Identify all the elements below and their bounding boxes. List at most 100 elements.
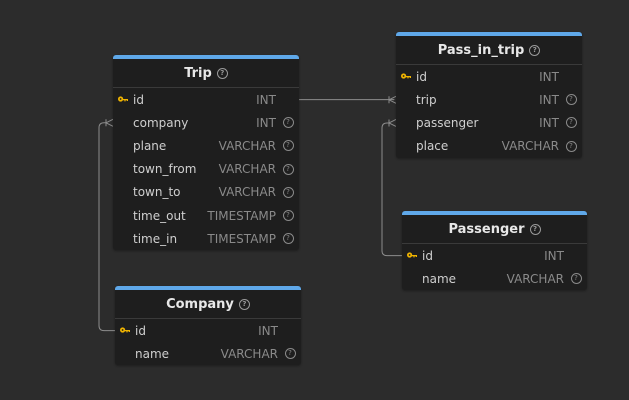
primary-key-icon xyxy=(118,95,128,102)
column-type: VARCHAR xyxy=(218,185,276,200)
column-row-passenger[interactable]: passenger INT? xyxy=(396,111,582,134)
info-slot: ? xyxy=(282,163,294,175)
column-row-place[interactable]: place VARCHAR? xyxy=(396,135,582,158)
table-header[interactable]: Company ? xyxy=(115,290,301,319)
column-name: id xyxy=(135,323,146,338)
info-slot: ? xyxy=(570,273,582,285)
crows-foot-marker xyxy=(388,95,397,104)
info-slot xyxy=(570,250,582,262)
info-slot: ? xyxy=(282,140,294,152)
table-title: Company xyxy=(166,296,234,312)
info-slot xyxy=(282,94,294,106)
info-slot: ? xyxy=(282,117,294,129)
info-icon[interactable]: ? xyxy=(282,210,294,222)
table-title: Passenger xyxy=(448,221,525,237)
info-slot: ? xyxy=(565,94,577,106)
info-slot: ? xyxy=(282,186,294,198)
column-row-time-in[interactable]: time_in TIMESTAMP? xyxy=(113,227,299,250)
key-slot xyxy=(113,94,133,106)
info-icon[interactable]: ? xyxy=(282,186,294,198)
info-icon[interactable]: ? xyxy=(216,67,228,79)
column-type: INT xyxy=(539,69,559,84)
column-row-id[interactable]: id INT xyxy=(396,65,582,88)
column-type: VARCHAR xyxy=(218,138,276,153)
crows-foot-marker xyxy=(388,119,397,127)
info-icon[interactable]: ? xyxy=(282,140,294,152)
table-title: Trip xyxy=(184,65,212,81)
column-type: INT xyxy=(539,115,559,130)
column-type: VARCHAR xyxy=(218,162,276,177)
column-type: INT xyxy=(539,92,559,107)
column-type: VARCHAR xyxy=(220,346,278,361)
column-row-town-from[interactable]: town_from VARCHAR? xyxy=(113,158,299,181)
column-name: town_to xyxy=(133,185,181,200)
info-slot: ? xyxy=(284,348,296,360)
column-name: company xyxy=(133,115,189,130)
column-row-company[interactable]: company INT? xyxy=(113,111,299,134)
column-row-id[interactable]: id INT xyxy=(115,319,301,342)
column-name: town_from xyxy=(133,162,197,177)
primary-key-icon xyxy=(407,251,417,258)
column-list: id INT name VARCHAR? xyxy=(115,319,301,365)
column-type: VARCHAR xyxy=(501,139,559,154)
column-name: place xyxy=(416,139,449,154)
column-name: id xyxy=(422,248,433,263)
key-slot xyxy=(396,71,416,83)
column-name: trip xyxy=(416,92,437,107)
info-icon[interactable]: ? xyxy=(529,223,541,235)
column-type: VARCHAR xyxy=(506,271,564,286)
column-row-trip[interactable]: trip INT? xyxy=(396,88,582,111)
column-name: id xyxy=(416,69,427,84)
info-slot: ? xyxy=(282,233,294,245)
column-type: TIMESTAMP xyxy=(207,208,276,223)
info-icon[interactable]: ? xyxy=(282,117,294,129)
column-row-time-out[interactable]: time_out TIMESTAMP? xyxy=(113,204,299,227)
info-icon[interactable]: ? xyxy=(565,140,577,152)
info-slot xyxy=(565,71,577,83)
info-icon[interactable]: ? xyxy=(238,298,250,310)
info-icon[interactable]: ? xyxy=(529,44,541,56)
info-slot xyxy=(284,325,296,337)
info-icon[interactable]: ? xyxy=(282,233,294,245)
column-type: INT xyxy=(256,92,276,107)
column-name: name xyxy=(135,346,170,361)
column-row-name[interactable]: name VARCHAR? xyxy=(402,267,587,290)
column-name: time_in xyxy=(133,231,178,246)
table-header[interactable]: Pass_in_trip ? xyxy=(396,36,582,65)
column-type: TIMESTAMP xyxy=(207,231,276,246)
table-header[interactable]: Passenger ? xyxy=(402,215,587,244)
column-type: INT xyxy=(258,323,278,338)
info-icon[interactable]: ? xyxy=(565,117,577,129)
table-title: Pass_in_trip xyxy=(437,42,525,58)
column-name: passenger xyxy=(416,115,479,130)
column-type: INT xyxy=(256,115,276,130)
info-icon[interactable]: ? xyxy=(284,348,296,360)
info-slot: ? xyxy=(565,140,577,152)
key-slot xyxy=(402,250,422,262)
column-name: name xyxy=(422,271,457,286)
info-icon[interactable]: ? xyxy=(570,273,582,285)
column-row-name[interactable]: name VARCHAR? xyxy=(115,342,301,365)
info-icon[interactable]: ? xyxy=(282,163,294,175)
primary-key-icon xyxy=(120,326,130,333)
column-name: time_out xyxy=(133,208,186,223)
table-header[interactable]: Trip ? xyxy=(113,59,299,88)
info-icon[interactable]: ? xyxy=(565,94,577,106)
table-company[interactable]: Company ? id INT name VARCHAR? xyxy=(115,286,301,366)
crows-foot-marker xyxy=(105,118,114,127)
column-row-town-to[interactable]: town_to VARCHAR? xyxy=(113,181,299,204)
column-row-id[interactable]: id INT xyxy=(113,88,299,111)
info-slot: ? xyxy=(282,210,294,222)
info-slot: ? xyxy=(565,117,577,129)
key-slot xyxy=(115,325,135,337)
column-name: id xyxy=(133,92,144,107)
